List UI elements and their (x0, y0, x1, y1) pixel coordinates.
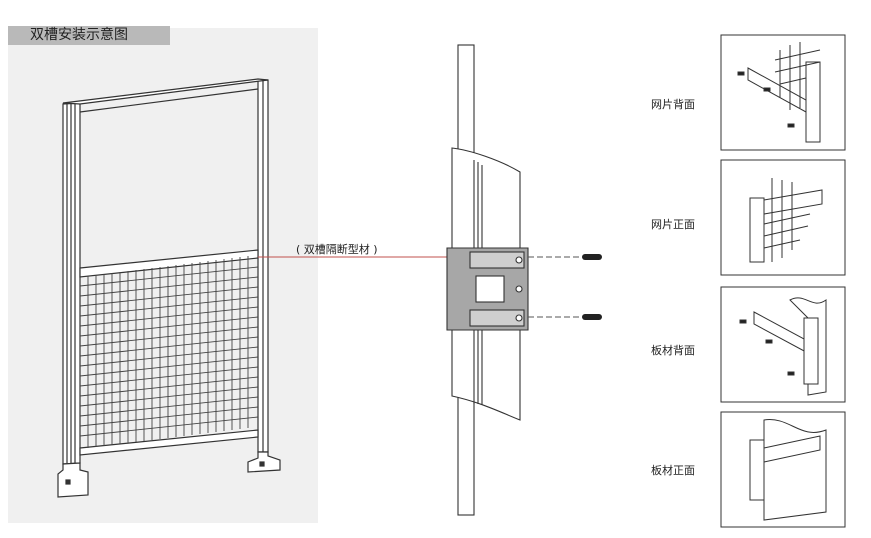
detail-box-board-front (720, 411, 846, 528)
fastener-screws (528, 254, 602, 320)
detail-box-board-back (720, 286, 846, 403)
label-mesh-front: 网片正面 (651, 218, 695, 231)
label-board-back: 板材背面 (651, 344, 695, 357)
partition-frame (57, 78, 281, 498)
profile-callout-label: ( 双槽隔断型材 ) (296, 243, 378, 256)
detail-box-mesh-back (720, 34, 846, 151)
diagram-title: 双槽安装示意图 (8, 26, 170, 45)
label-board-front: 板材正面 (651, 464, 695, 477)
detail-box-mesh-front (720, 159, 846, 276)
label-mesh-back: 网片背面 (651, 98, 695, 111)
mesh-panel (79, 256, 259, 448)
profile-section-view (446, 44, 529, 516)
